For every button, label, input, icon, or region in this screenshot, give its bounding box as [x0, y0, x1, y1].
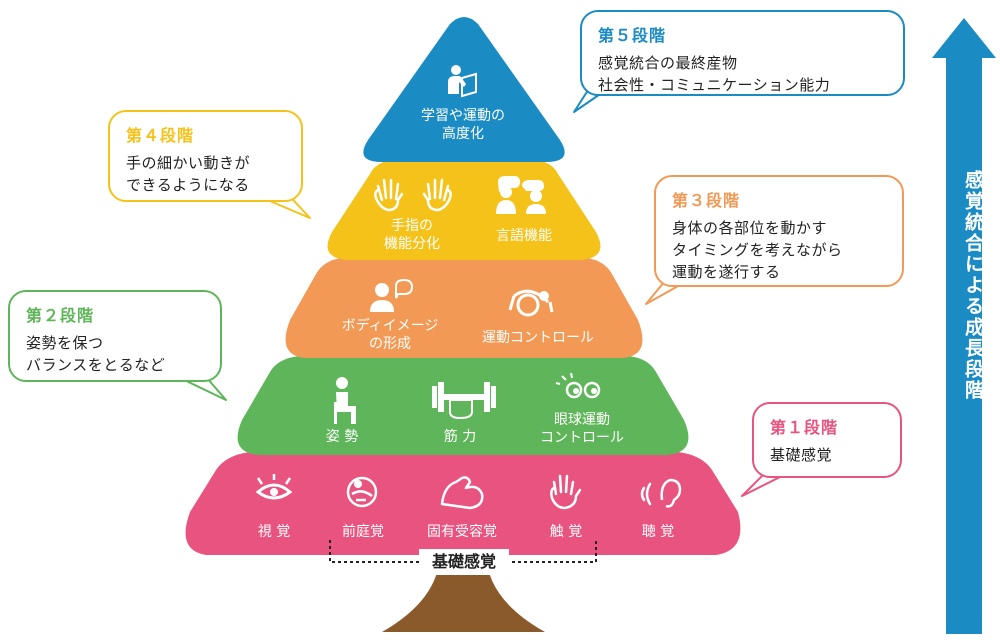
tier-stage4 — [327, 160, 601, 260]
tier-item-label: コントロール — [540, 430, 624, 446]
tier-stage3 — [285, 258, 643, 358]
person-studying-icon — [448, 65, 477, 98]
eye-icon — [255, 474, 293, 500]
person-balance-icon — [346, 476, 378, 508]
callout-stage4: 第４段階 手の細かい動きが できるようになる — [108, 110, 303, 202]
callout-title: 第５段階 — [598, 26, 667, 45]
tier-item-label: 視 覚 — [258, 524, 290, 540]
tier-stage2 — [237, 356, 689, 455]
tier-item-label: 固有受容覚 — [427, 523, 497, 540]
tier-item-label: 手指の — [391, 218, 433, 234]
tier-item-label: 学習や運動の — [421, 108, 505, 124]
tier-item-label: 筋 力 — [444, 428, 476, 445]
person-speech-icon — [370, 278, 414, 312]
tier-item-label: 高度化 — [442, 125, 484, 142]
tier-item-label: 運動コントロール — [482, 330, 594, 346]
callout-title: 第２段階 — [26, 306, 95, 325]
tier-item-label: 眼球運動 — [554, 412, 610, 428]
callout-line: 身体の各部位を動かす — [672, 219, 828, 237]
muscle-arm-icon — [440, 476, 484, 510]
hand-icon — [550, 474, 582, 510]
growth-arrow-label: 感覚統合による成長段階 — [962, 170, 984, 401]
tier-item-label: 姿 勢 — [326, 429, 358, 445]
person-exercise-ball-icon — [508, 289, 554, 317]
callout-line: タイミングを考えながら — [672, 241, 843, 259]
tier-item-label: の形成 — [369, 336, 411, 352]
person-sitting-icon — [334, 377, 356, 424]
callout-stage2: 第２段階 姿勢を保つ バランスをとるなど — [8, 290, 222, 382]
callout-line: 基礎感覚 — [770, 446, 833, 464]
tier-stage5 — [363, 17, 565, 162]
base-sensation-label: 基礎感覚 — [419, 549, 509, 575]
callout-title: 第１段階 — [770, 418, 839, 437]
callout-line: 社会性・コミュニケーション能力 — [598, 76, 831, 94]
tier-item-label: 機能分化 — [384, 236, 440, 252]
tier-item-label: 聴 覚 — [642, 524, 674, 540]
tier-item-label: 前庭覚 — [342, 523, 384, 540]
tier-item-label: 触 覚 — [550, 524, 582, 540]
people-talking-icon — [496, 176, 546, 214]
callout-line: バランスをとるなど — [26, 356, 166, 374]
hands-icon — [374, 178, 452, 212]
tier-item-label: ボディイメージ — [342, 317, 439, 334]
callout-title: 第４段階 — [126, 126, 195, 145]
tree-trunk — [382, 555, 545, 632]
callout-line: できるようになる — [126, 176, 250, 194]
callout-line: 姿勢を保つ — [26, 334, 104, 352]
dumbbell-icon — [432, 382, 496, 420]
callout-line: 感覚統合の最終産物 — [598, 54, 738, 72]
tier-stage1 — [185, 452, 741, 555]
eyes-icon — [555, 372, 601, 399]
callout-stage5: 第５段階 感覚統合の最終産物 社会性・コミュニケーション能力 — [580, 10, 905, 96]
tier-item-label: 言語機能 — [496, 228, 552, 244]
callout-line: 手の細かい動きが — [126, 154, 251, 172]
callout-stage1: 第１段階 基礎感覚 — [752, 402, 902, 478]
growth-arrow — [932, 18, 996, 634]
ear-icon — [640, 478, 682, 508]
callout-stage3: 第３段階 身体の各部位を動かす タイミングを考えながら 運動を遂行する — [654, 175, 904, 287]
callout-title: 第３段階 — [672, 191, 741, 210]
callout-line: 運動を遂行する — [672, 263, 781, 281]
